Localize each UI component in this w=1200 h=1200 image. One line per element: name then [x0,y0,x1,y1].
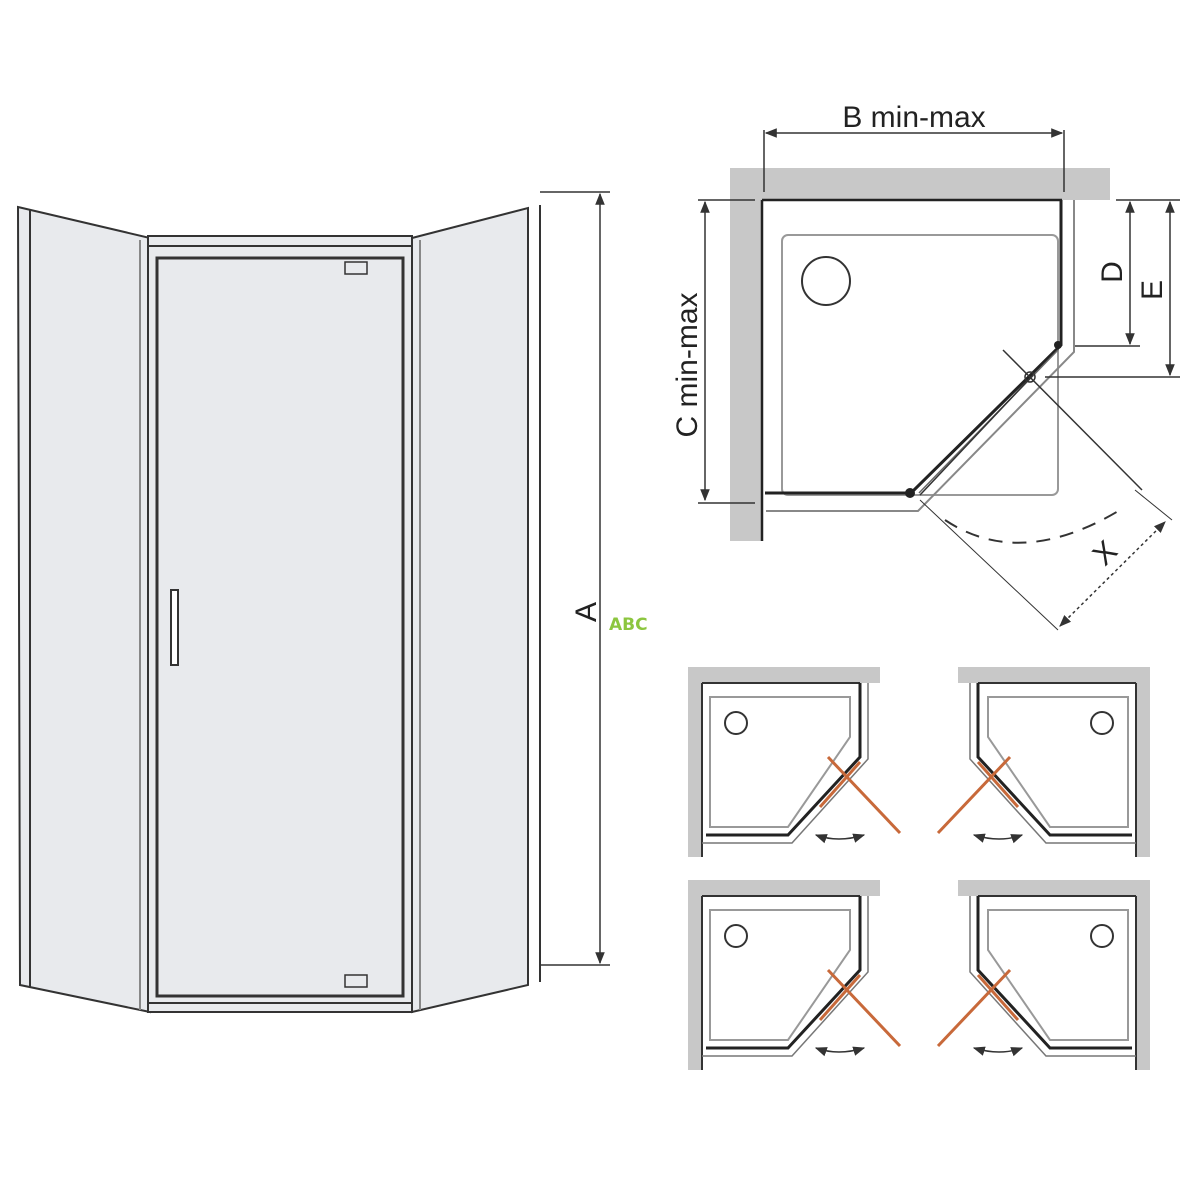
right-fixed-panel [411,205,541,1014]
dimension-e-label: E [1136,280,1169,300]
dimension-a-label: A [570,602,603,622]
variant-left-swing [688,667,900,857]
wall-top [730,168,1110,200]
dimension-c-label: C min-max [671,292,704,437]
dimension-x-label: X [1087,535,1124,572]
perspective-view: A ABC [16,191,648,1014]
dimension-b-label: B min-max [842,101,985,134]
watermark: ABC [609,615,648,635]
dimension-d-label: D [1096,261,1129,283]
door-handle [170,589,179,666]
door-frame [147,235,413,1013]
left-fixed-panel [16,205,151,1014]
drain-icon [801,256,851,306]
door-swing [919,349,1173,631]
plan-view: B min-max C min-max D E X [671,101,1180,631]
variant-right-swing [938,667,1150,857]
shower-tray [781,234,1059,496]
variant-right-alt [938,880,1150,1070]
variant-left-alt [688,880,900,1070]
wall-left [730,168,762,541]
dimension-lines [698,128,1180,504]
dimension-a [540,191,610,966]
